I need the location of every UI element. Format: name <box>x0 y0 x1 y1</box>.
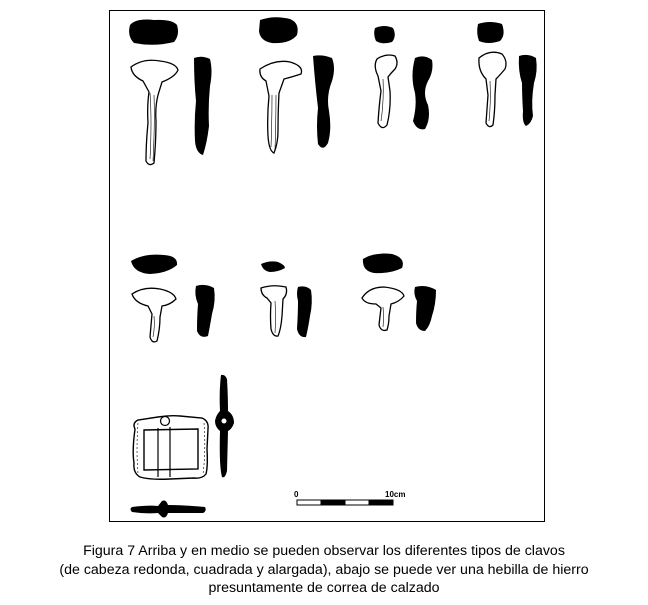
nail-1 <box>129 19 212 166</box>
nail-7-profile-silhouette <box>414 286 436 331</box>
buckle-top-silhouette <box>130 500 206 518</box>
figure-frame: 0 10cm <box>109 10 545 522</box>
nail-4-profile-silhouette <box>518 54 537 126</box>
scale-bar-end-label: 10cm <box>385 490 405 499</box>
buckle <box>130 374 234 518</box>
nail-6 <box>260 261 312 338</box>
buckle-profile-silhouette <box>215 374 234 478</box>
nail-7-head-silhouette <box>362 253 403 274</box>
caption-line-1: Figura 7 Arriba y en medio se pueden obs… <box>83 543 565 559</box>
nail-3-side-drawing <box>374 54 398 129</box>
scale-bar: 0 10cm <box>294 490 405 506</box>
scale-bar-start-label: 0 <box>294 490 299 499</box>
nail-5-head-silhouette <box>131 254 178 274</box>
nail-6-head-silhouette <box>261 261 285 272</box>
caption-line-2: (de cabeza redonda, cuadrada y alargada)… <box>59 561 589 578</box>
nail-4 <box>477 22 537 128</box>
nail-1-head-silhouette <box>129 19 178 45</box>
nail-6-profile-silhouette <box>297 286 312 338</box>
caption-line-3: presuntamente de correa de calzado <box>208 580 440 596</box>
nail-4-head-silhouette <box>477 22 504 43</box>
nail-3-head-silhouette <box>374 26 395 44</box>
nail-4-side-drawing <box>478 51 507 128</box>
nail-1-profile-silhouette <box>194 56 212 155</box>
nail-2-side-drawing <box>259 60 303 154</box>
nail-6-side-drawing <box>260 285 288 337</box>
figure-drawing: 0 10cm <box>129 17 537 518</box>
nail-5 <box>131 254 215 343</box>
nail-2-profile-silhouette <box>313 55 334 148</box>
nail-5-side-drawing <box>131 287 177 343</box>
nail-7 <box>361 253 436 332</box>
nail-2-head-silhouette <box>259 17 298 44</box>
figure-caption: Figura 7 Arriba y en medio se pueden obs… <box>0 542 648 598</box>
nail-3-profile-silhouette <box>412 56 433 130</box>
nail-2 <box>259 17 334 154</box>
nail-3 <box>374 26 433 130</box>
nail-5-profile-silhouette <box>195 284 215 337</box>
